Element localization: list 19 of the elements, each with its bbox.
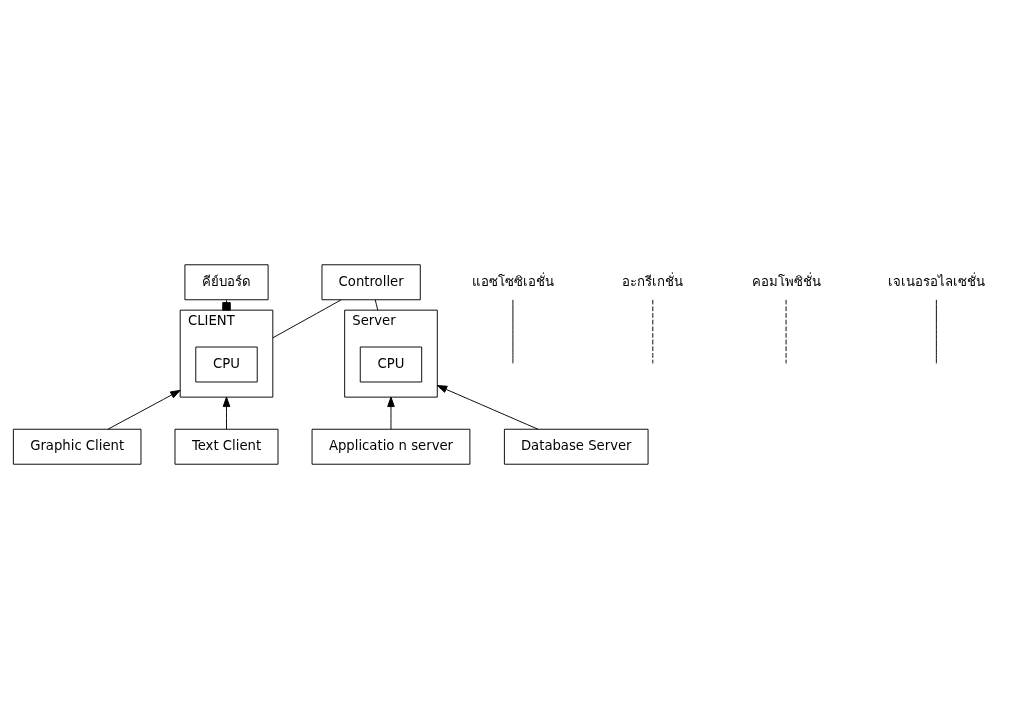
connector [374, 298, 379, 311]
arrow [387, 396, 395, 430]
connector [935, 298, 937, 364]
node-text: อะกรีเกชั่น [622, 273, 684, 289]
connector [272, 298, 342, 338]
node-text: เจเนอรอไลเซชั่น [887, 273, 985, 289]
connector [652, 298, 654, 364]
arrow [436, 384, 539, 430]
node-box: Graphic Client [12, 428, 142, 465]
node-box: Controller [321, 263, 421, 300]
node-box: Text Client [174, 428, 279, 465]
node-text: คอมโพซิชั่น [751, 273, 821, 289]
node-box: Database Server [503, 428, 649, 465]
arrow [107, 389, 181, 430]
node-box: Applicatio n server [311, 428, 471, 465]
node-text: แอซโซซิเอชั่น [471, 273, 554, 289]
node-box: CPU [195, 346, 258, 382]
arrow [222, 396, 231, 430]
node-box: CPU [359, 346, 423, 382]
